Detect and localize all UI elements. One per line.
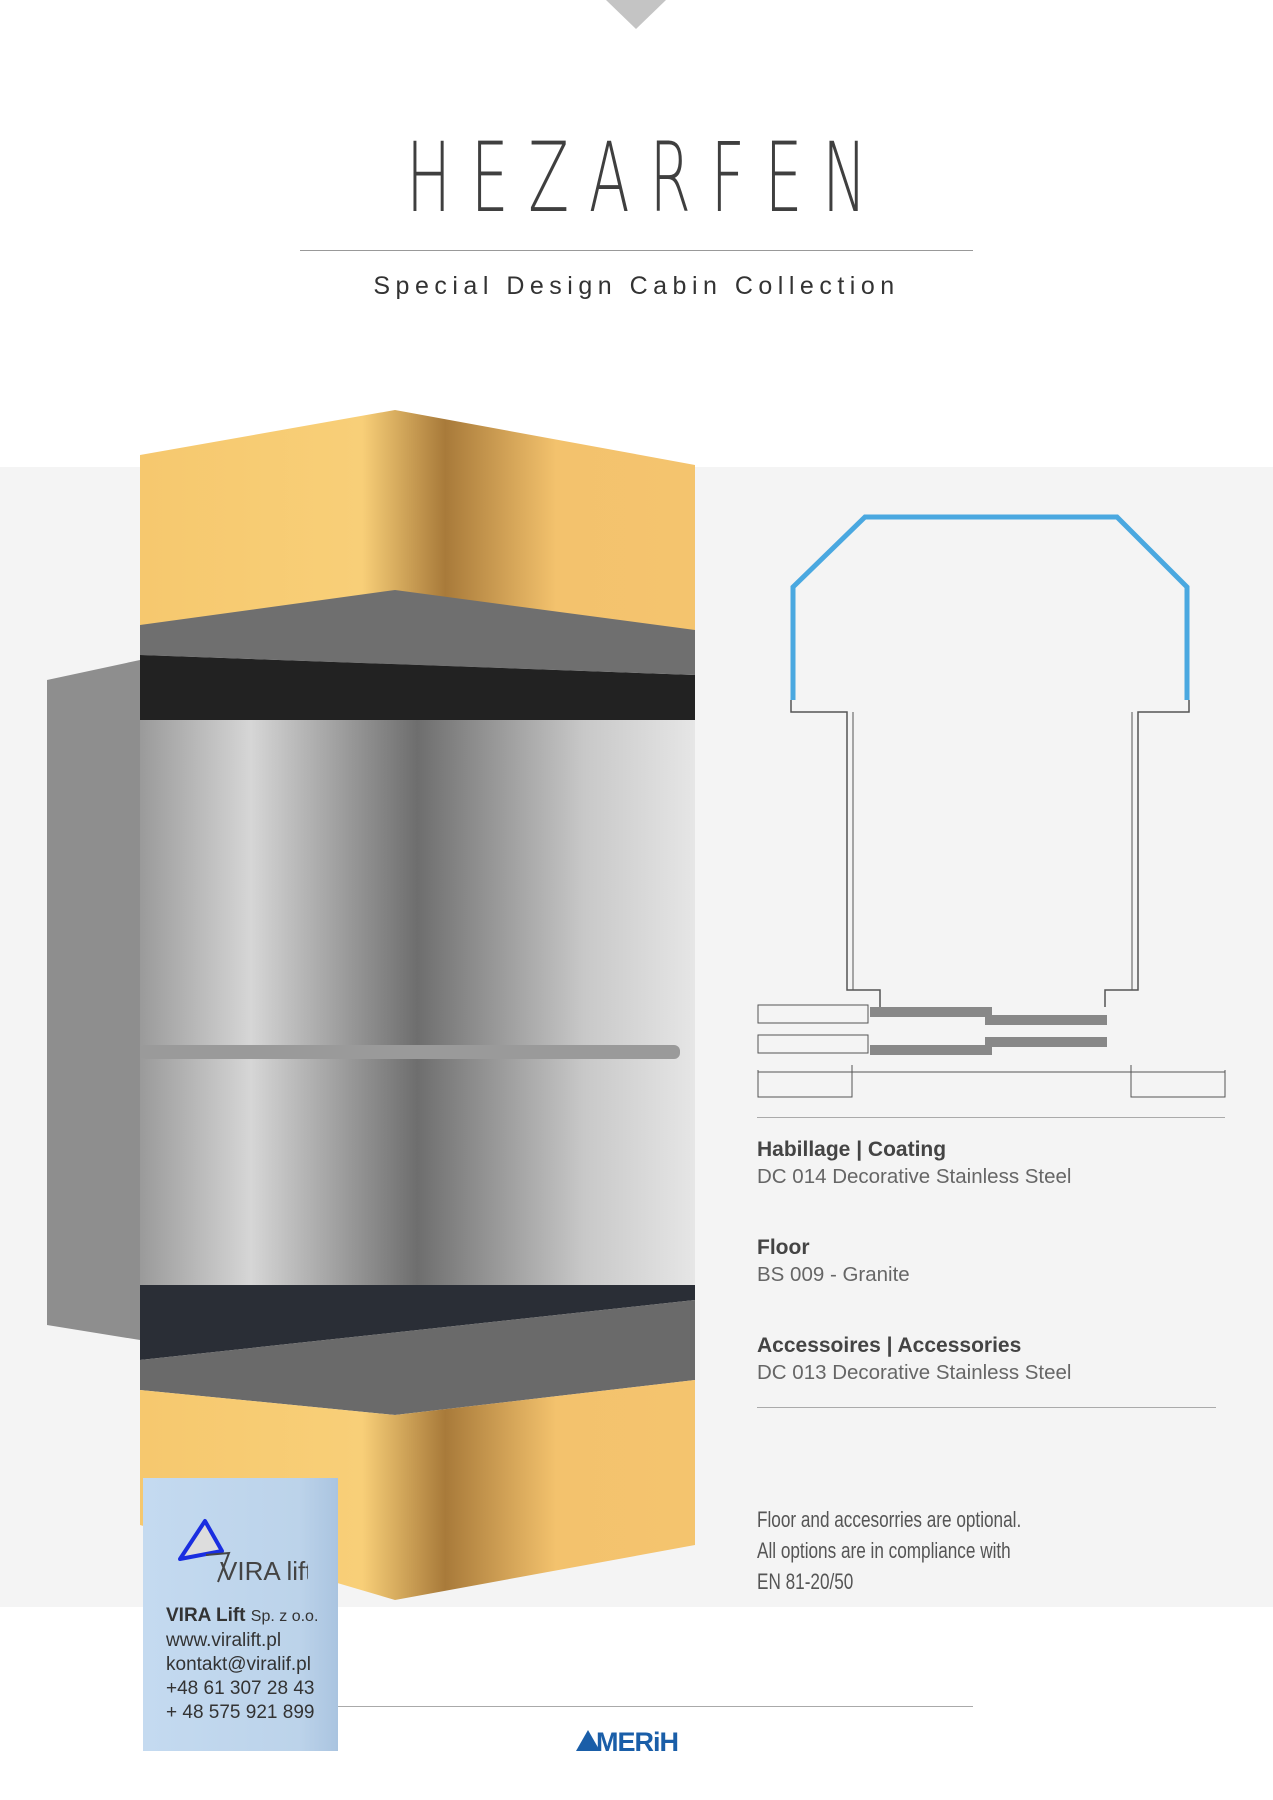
- company-suffix: Sp. z o.o.: [250, 1608, 319, 1625]
- spec-accessories: Accessoires | Accessories DC 013 Decorat…: [757, 1334, 1072, 1385]
- cabin-render-image: [47, 410, 695, 1600]
- note-line: EN 81-20/50: [757, 1569, 854, 1594]
- cabin-side-panel: [47, 660, 140, 1340]
- footer-divider: [338, 1706, 973, 1707]
- compliance-note: Floor and accesorries are optional. All …: [757, 1504, 1108, 1597]
- merih-triangle-icon: [576, 1730, 600, 1751]
- page-title: HEZARFEN: [406, 122, 887, 234]
- page-subtitle: Special Design Cabin Collection: [373, 272, 900, 300]
- spec-heading: Floor: [757, 1236, 810, 1259]
- spec-value: DC 014 Decorative Stainless Steel: [757, 1165, 1072, 1188]
- spec-value: DC 013 Decorative Stainless Steel: [757, 1361, 1072, 1384]
- spec-heading: Habillage | Coating: [757, 1138, 947, 1161]
- brand-name: MERiH: [596, 1727, 678, 1755]
- dealer-contact-card: VIRA lift VIRA Lift Sp. z o.o. www.viral…: [143, 1478, 338, 1751]
- spec-floor: Floor BS 009 - Granite: [757, 1236, 910, 1287]
- cabin-top-panel: [140, 410, 695, 630]
- spec-coating: Habillage | Coating DC 014 Decorative St…: [757, 1138, 1072, 1189]
- note-line: Floor and accesorries are optional.: [757, 1507, 1022, 1532]
- cabin-plan-diagram: [757, 514, 1226, 1098]
- note-line: All options are in compliance with: [757, 1538, 1011, 1563]
- phone-1[interactable]: +48 61 307 28 43: [166, 1678, 315, 1699]
- specs-top-divider: [757, 1117, 1225, 1118]
- website-link[interactable]: www.viralift.pl: [166, 1630, 282, 1651]
- handrail: [140, 1045, 680, 1059]
- vira-lift-logo: VIRA lift: [178, 1519, 308, 1586]
- title-divider: [300, 250, 973, 251]
- top-notch-marker: [606, 0, 666, 29]
- cabin-glass-wall: [140, 655, 695, 1300]
- spec-value: BS 009 - Granite: [757, 1263, 910, 1286]
- company-name: VIRA Lift: [166, 1605, 246, 1626]
- phone-2[interactable]: + 48 575 921 899: [166, 1702, 315, 1723]
- merih-logo: MERiH: [576, 1727, 679, 1755]
- logo-text: VIRA lift: [220, 1556, 308, 1586]
- glass-wall-outline: [790, 514, 1190, 700]
- specs-bottom-divider: [757, 1407, 1216, 1408]
- email-link[interactable]: kontakt@viralif.pl: [166, 1654, 311, 1675]
- spec-heading: Accessoires | Accessories: [757, 1334, 1022, 1357]
